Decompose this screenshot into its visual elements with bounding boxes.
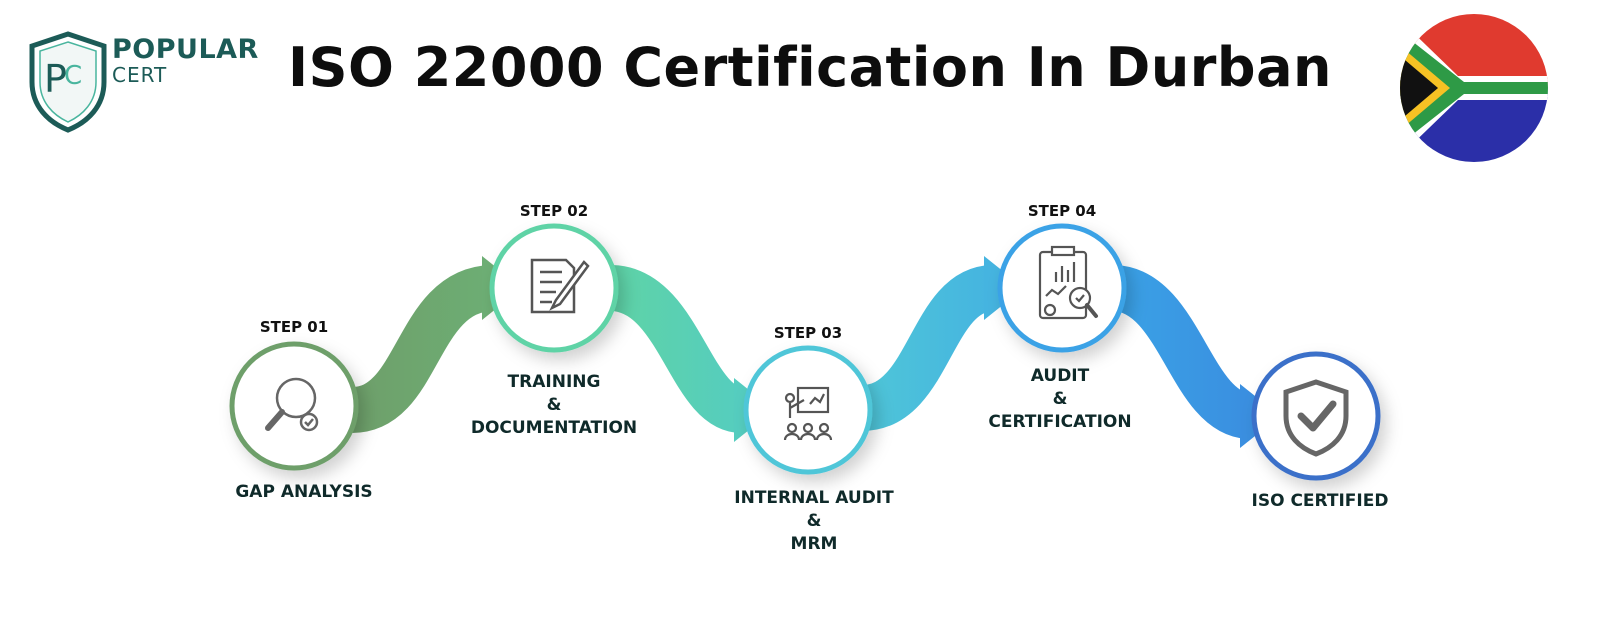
shield-check-icon (1283, 379, 1349, 457)
shield-logo-icon: P C (29, 31, 107, 133)
step-1-label: GAP ANALYSIS (194, 481, 414, 504)
step-3-circle (743, 345, 873, 475)
step-4-tag: STEP 04 (1027, 202, 1097, 220)
step-2-label-line-2: & (546, 395, 562, 415)
step-5-label: ISO CERTIFIED (1210, 490, 1430, 513)
step-5-label-line: ISO CERTIFIED (1251, 491, 1389, 511)
presentation-board-icon (783, 386, 833, 441)
step-4-label-line-3: CERTIFICATION (988, 412, 1132, 432)
document-pencil-icon (530, 258, 590, 314)
step-2-tag: STEP 02 (519, 202, 589, 220)
page-title: ISO 22000 Certification In Durban (288, 36, 1332, 99)
step-5-circle (1251, 351, 1381, 481)
popular-cert-logo: P C POPULAR CERT (26, 30, 258, 140)
step-3-tag: STEP 03 (773, 324, 843, 342)
step-4-label: AUDIT & CERTIFICATION (950, 365, 1170, 434)
svg-text:P: P (44, 57, 67, 101)
step-3-label-line-1: INTERNAL AUDIT (734, 488, 894, 508)
logo-line2: CERT (112, 63, 168, 87)
step-4-label-line-1: AUDIT (1030, 366, 1090, 386)
magnifier-check-icon (265, 377, 319, 432)
step-1-circle (229, 341, 359, 471)
step-3-label-line-2: & (806, 511, 822, 531)
step-3-label-line-3: MRM (790, 534, 838, 554)
step-2-circle (489, 223, 619, 353)
step-4-circle (997, 223, 1127, 353)
step-4-label-line-2: & (1052, 389, 1068, 409)
step-3-label: INTERNAL AUDIT & MRM (704, 487, 924, 556)
step-1-tag: STEP 01 (259, 318, 329, 336)
step-2-label: TRAINING & DOCUMENTATION (444, 371, 664, 440)
south-africa-flag-icon (1400, 14, 1548, 162)
report-analysis-icon (1038, 245, 1098, 320)
step-2-label-line-1: TRAINING (507, 372, 601, 392)
logo-line1: POPULAR (112, 34, 259, 65)
step-2-label-line-3: DOCUMENTATION (470, 418, 638, 438)
step-1-label-line: GAP ANALYSIS (235, 482, 373, 502)
svg-text:C: C (64, 61, 82, 91)
